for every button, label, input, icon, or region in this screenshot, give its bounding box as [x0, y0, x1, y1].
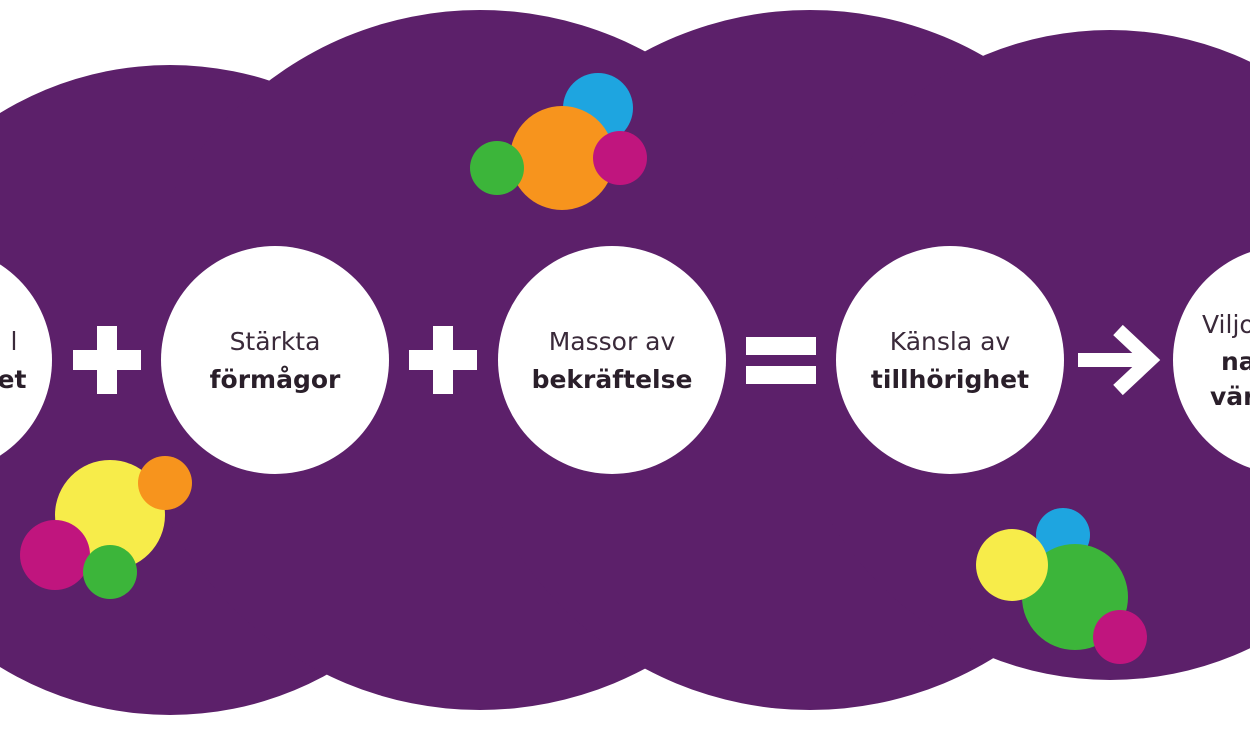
- arrow-right-icon: [1078, 324, 1161, 396]
- plus-icon: [409, 326, 477, 394]
- dots-top: [470, 73, 647, 210]
- step-3-line2: tillhörighet: [871, 365, 1029, 394]
- step-4-line3: vär: [1210, 382, 1250, 411]
- equals-icon: [746, 337, 816, 384]
- step-1-line2: förmågor: [210, 365, 341, 394]
- plus-icon: [73, 326, 141, 394]
- step-4-line1: Viljo: [1202, 310, 1250, 339]
- step-2: Massor av bekräftelse: [498, 246, 726, 474]
- step-4-line2: na: [1221, 347, 1250, 376]
- dots-bottom-left: [20, 456, 192, 599]
- step-1: Stärkta förmågor: [161, 246, 389, 474]
- step-0: l et: [0, 264, 52, 456]
- step-3-line1: Känsla av: [890, 327, 1011, 356]
- dots-bottom-right: [976, 508, 1147, 664]
- step-0-line2: et: [0, 365, 27, 394]
- step-0-line1: l: [11, 327, 18, 356]
- step-3: Känsla av tillhörighet: [836, 246, 1064, 474]
- step-2-line1: Massor av: [549, 327, 676, 356]
- step-2-line2: bekräftelse: [532, 365, 693, 394]
- step-4: Viljo na vär: [1173, 252, 1250, 468]
- step-1-line1: Stärkta: [230, 327, 321, 356]
